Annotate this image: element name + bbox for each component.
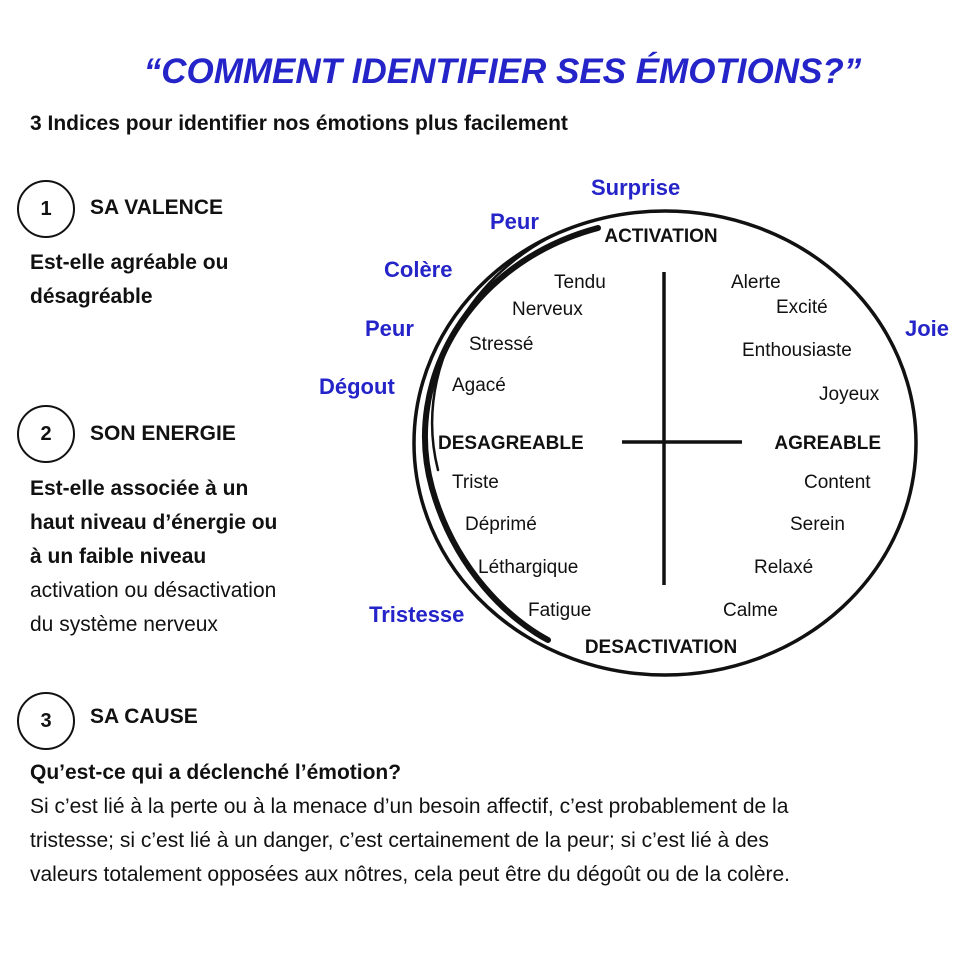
word-fatigue: Fatigue <box>528 600 591 621</box>
section-1-body: Est-elle agréable ou désagréable <box>30 246 228 314</box>
page-title: “COMMENT IDENTIFIER SES ÉMOTIONS?” <box>143 52 862 91</box>
emotion-colere: Colère <box>384 257 452 282</box>
section-3-heading: SA CAUSE <box>90 705 198 728</box>
section-2-line: du système nerveux <box>30 613 218 636</box>
axis-label-agreable: AGREABLE <box>774 433 881 454</box>
page-subtitle: 3 Indices pour identifier nos émotions p… <box>30 112 568 135</box>
section-3-number-badge: 3 <box>17 692 75 750</box>
section-2-line: haut niveau d’énergie ou <box>30 511 278 534</box>
emotion-peur-left: Peur <box>365 316 414 341</box>
word-lethargique: Léthargique <box>478 557 578 578</box>
word-deprime: Déprimé <box>465 514 537 535</box>
word-content: Content <box>804 472 871 493</box>
section-1-heading: SA VALENCE <box>90 196 224 219</box>
word-calme: Calme <box>723 600 778 621</box>
emotion-degout: Dégout <box>319 374 395 399</box>
word-enthousiaste: Enthousiaste <box>742 340 852 361</box>
word-agace: Agacé <box>452 375 506 396</box>
left-brush-stroke <box>421 225 601 643</box>
section-1-number-badge: 1 <box>17 180 75 238</box>
emotion-joie: Joie <box>905 316 949 341</box>
section-1-line: Est-elle agréable ou <box>30 251 229 274</box>
word-tendu: Tendu <box>554 272 606 293</box>
axis-label-desagreable: DESAGREABLE <box>438 433 584 454</box>
section-3-line: tristesse; si c’est lié à un danger, c’e… <box>30 829 769 852</box>
word-triste: Triste <box>452 472 499 493</box>
section-2-number-badge: 2 <box>17 405 75 463</box>
word-alerte: Alerte <box>731 272 781 293</box>
section-3-line: valeurs totalement opposées aux nôtres, … <box>30 863 790 886</box>
word-excite: Excité <box>776 297 828 318</box>
word-joyeux: Joyeux <box>819 384 880 405</box>
emotion-surprise: Surprise <box>591 175 680 200</box>
section-3-line: Si c’est lié à la perte ou à la menace d… <box>30 795 789 818</box>
word-serein: Serein <box>790 514 845 535</box>
axis-label-activation: ACTIVATION <box>604 226 717 247</box>
section-2-body: Est-elle associée à un haut niveau d’éne… <box>30 472 277 642</box>
section-2-line: à un faible niveau <box>30 545 207 568</box>
word-stresse: Stressé <box>469 334 533 355</box>
section-3-body: Qu’est-ce qui a déclenché l’émotion? Si … <box>30 756 790 892</box>
emotion-peur-top: Peur <box>490 209 539 234</box>
axis-label-desactivation: DESACTIVATION <box>585 637 737 658</box>
section-3-line: Qu’est-ce qui a déclenché l’émotion? <box>30 761 402 784</box>
left-brush-stroke-inner <box>430 230 562 472</box>
word-nerveux: Nerveux <box>512 299 583 320</box>
word-relaxe: Relaxé <box>754 557 813 578</box>
emotion-tristesse: Tristesse <box>369 602 464 627</box>
section-2-line: Est-elle associée à un <box>30 477 249 500</box>
section-2-heading: SON ENERGIE <box>90 422 236 445</box>
outer-circle <box>412 209 918 677</box>
section-2-line: activation ou désactivation <box>30 579 277 602</box>
section-1-line: désagréable <box>30 285 153 308</box>
